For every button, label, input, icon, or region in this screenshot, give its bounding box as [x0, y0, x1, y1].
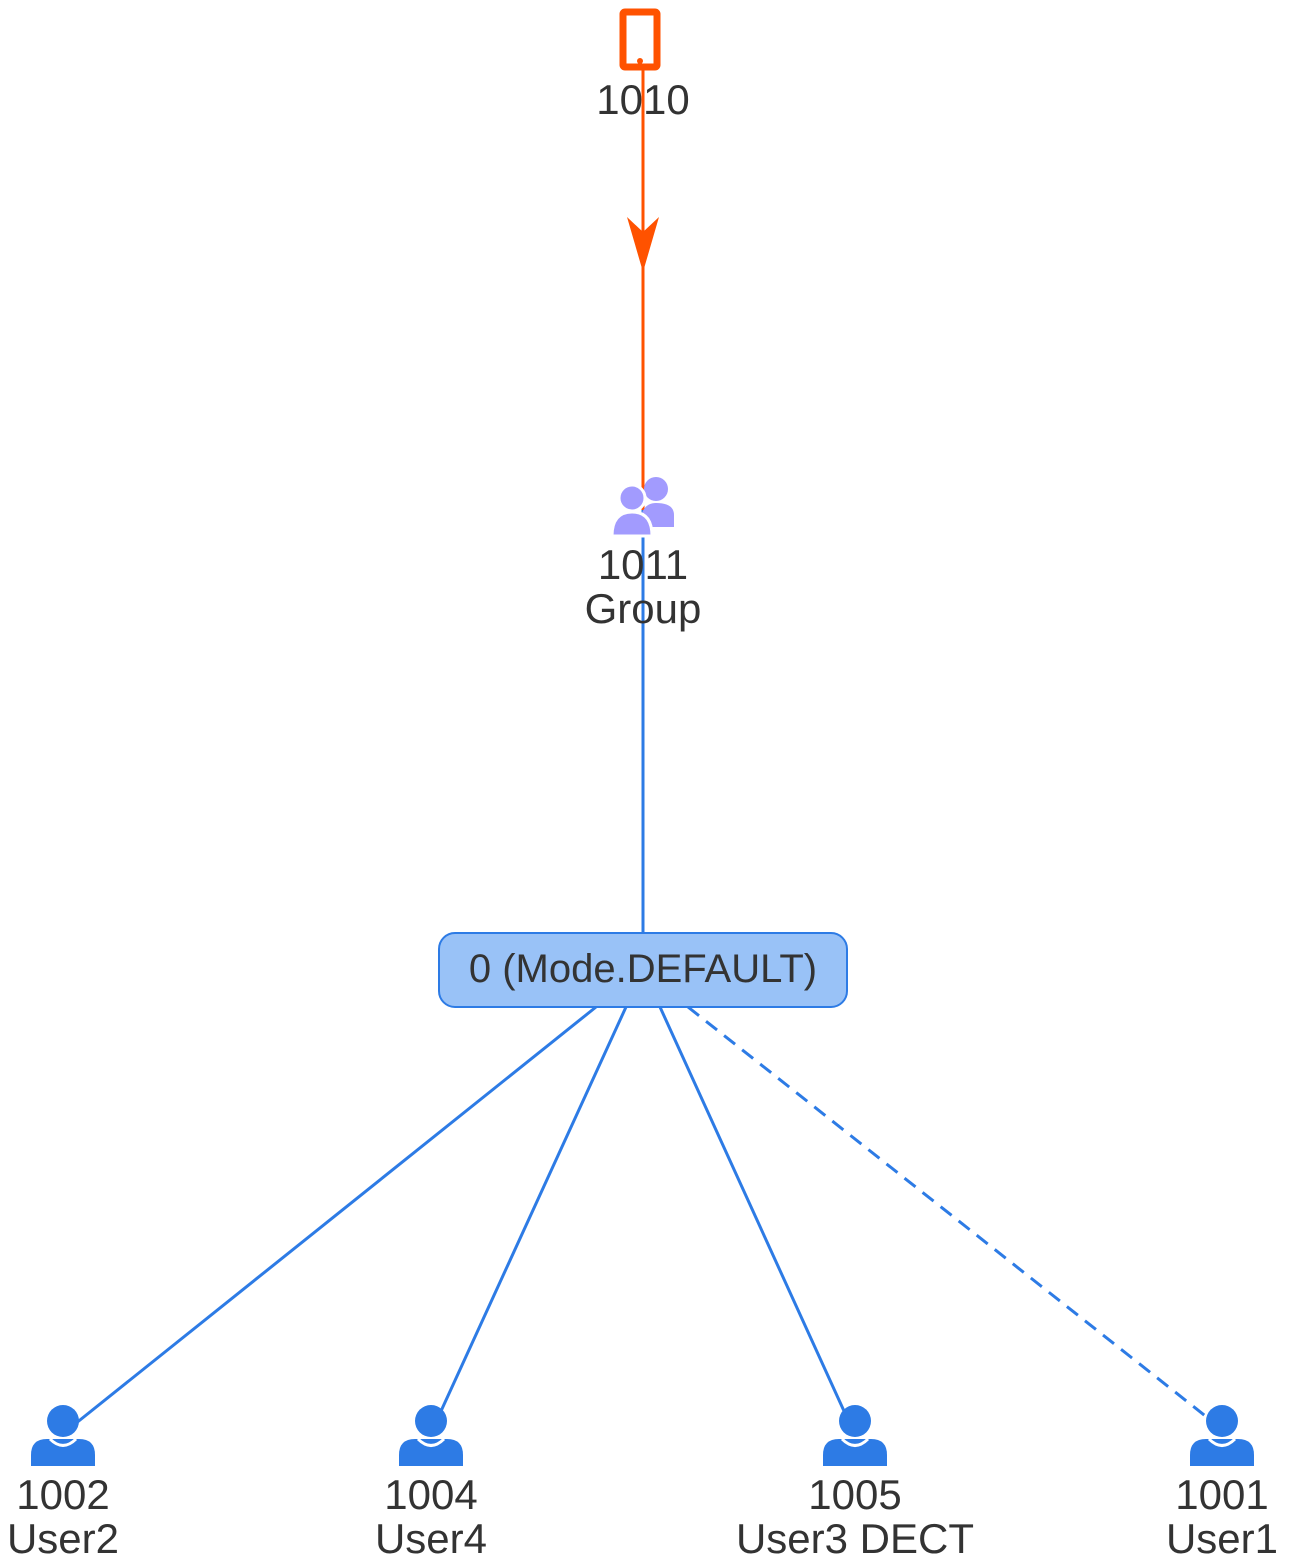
user-icon — [31, 1405, 95, 1466]
user-node-1001[interactable]: 1001 User1 — [1166, 1405, 1278, 1562]
user-number: 1004 — [384, 1471, 477, 1518]
group-label: Group — [585, 585, 702, 632]
user-node-1005[interactable]: 1005 User3 DECT — [736, 1405, 974, 1562]
mode-node[interactable]: 0 (Mode.DEFAULT) — [438, 932, 848, 1008]
phone-number: 1010 — [596, 76, 689, 123]
user-name: User2 — [7, 1515, 119, 1562]
edge-mode-to-user-1001 — [687, 1005, 1214, 1424]
user-icon — [399, 1405, 463, 1466]
phone-node[interactable]: 1010 — [596, 8, 690, 123]
user-node-1002[interactable]: 1002 User2 — [7, 1405, 119, 1562]
user-name: User3 DECT — [736, 1515, 974, 1562]
user-name: User4 — [375, 1515, 487, 1562]
user-node-1004[interactable]: 1004 User4 — [375, 1405, 487, 1562]
edge-arrowhead — [627, 217, 659, 272]
user-icon — [1190, 1405, 1254, 1466]
mobile-phone-icon — [619, 8, 661, 71]
edge-mode-to-user-1005 — [658, 1006, 851, 1423]
mode-label: 0 (Mode.DEFAULT) — [469, 947, 817, 991]
group-number: 1011 — [598, 541, 688, 588]
user-icon — [823, 1405, 887, 1466]
user-number: 1001 — [1175, 1471, 1268, 1518]
user-number: 1002 — [16, 1471, 109, 1518]
group-users-icon — [610, 477, 674, 538]
mode-box — [438, 932, 848, 1008]
edge-mode-to-user-1002 — [69, 1005, 597, 1430]
group-node[interactable]: 1011 Group — [585, 477, 702, 632]
user-name: User1 — [1166, 1515, 1278, 1562]
user-number: 1005 — [808, 1471, 901, 1518]
edge-mode-to-user-1004 — [434, 1006, 628, 1423]
